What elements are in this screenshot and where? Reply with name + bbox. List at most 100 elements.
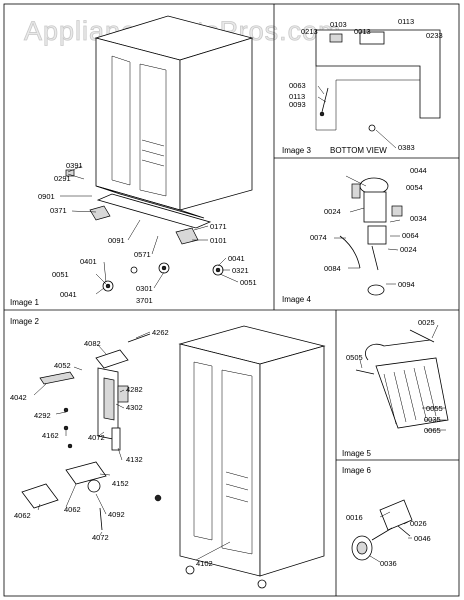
image2-drawing <box>21 325 326 589</box>
liner2-left <box>193 361 213 541</box>
part-label: 4092 <box>108 510 125 519</box>
part-label: 0084 <box>324 264 341 273</box>
hinge-plate <box>103 377 115 421</box>
panel-title-image1: Image 1 <box>10 298 39 307</box>
part-label: 0391 <box>66 161 83 170</box>
shaft <box>371 527 393 541</box>
water-line <box>321 87 329 113</box>
clip <box>351 183 361 199</box>
part-label: 4062 <box>14 511 31 520</box>
screw <box>409 329 435 343</box>
liner-right <box>139 63 167 197</box>
panel-frames <box>3 3 460 597</box>
plug <box>154 494 162 502</box>
part-label: 0074 <box>310 233 327 242</box>
panel-title-image6: Image 6 <box>342 466 371 475</box>
ring <box>367 284 385 296</box>
part-label: 0024 <box>324 207 341 216</box>
switch <box>391 205 403 217</box>
solenoid <box>367 225 387 245</box>
image5-drawing <box>355 324 449 431</box>
roller-hub <box>105 283 111 289</box>
hinge-cover <box>65 461 107 485</box>
shelf-line <box>141 149 165 157</box>
valve-block <box>359 31 385 45</box>
leg-bracket-left <box>89 205 111 221</box>
tube <box>127 333 151 343</box>
liner2-right <box>221 369 253 555</box>
rod <box>39 371 75 385</box>
part-label: 4152 <box>112 479 129 488</box>
image4-drawing <box>334 175 403 296</box>
image1-drawing <box>60 15 254 295</box>
part-label: 0051 <box>240 278 257 287</box>
part-label: 0034 <box>410 214 427 223</box>
image3-caption: BOTTOM VIEW <box>330 146 387 155</box>
part-label: 0171 <box>210 222 227 231</box>
cabinet-side <box>179 37 253 211</box>
part-label: 0025 <box>418 318 435 327</box>
roller-hub <box>161 265 167 271</box>
panel-title-image4: Image 4 <box>282 295 311 304</box>
part-label: 0301 <box>136 284 153 293</box>
part-label: 0065 <box>424 426 441 435</box>
part-label: 0101 <box>210 236 227 245</box>
fastener <box>355 369 375 375</box>
outer-frame <box>3 3 460 597</box>
capillary-tube <box>365 339 431 361</box>
part-label: 0055 <box>426 404 443 413</box>
part-label: 4282 <box>126 385 143 394</box>
part-label: 0041 <box>228 254 245 263</box>
motor-mount <box>379 499 413 531</box>
part-label: 0054 <box>406 183 423 192</box>
part-label: 0064 <box>402 231 419 240</box>
roller-hub <box>215 267 221 273</box>
panel-title-image3: Image 3 <box>282 146 311 155</box>
cabinet2-front <box>179 343 261 577</box>
drain-plug <box>368 124 376 132</box>
leg-bracket-right <box>175 227 199 245</box>
part-label: 0383 <box>398 143 415 152</box>
toe-grille-bracket <box>96 193 212 229</box>
roller <box>257 579 267 589</box>
roller <box>185 565 195 575</box>
image6-drawing <box>351 499 413 563</box>
part-label: 4132 <box>126 455 143 464</box>
motor-bracket <box>363 191 387 223</box>
part-label: 0103 <box>330 20 347 29</box>
part-label: 0113 <box>289 92 305 101</box>
part-label: 0571 <box>134 250 151 259</box>
bracket <box>329 33 343 43</box>
part-label: 0233 <box>426 31 443 40</box>
part-label: 0036 <box>380 559 397 568</box>
cabinet2-side <box>259 345 325 577</box>
part-label: 0505 <box>346 353 363 362</box>
cam <box>87 479 101 493</box>
part-label: 4052 <box>54 361 71 370</box>
part-label: 0063 <box>289 81 306 90</box>
part-label: 0046 <box>414 534 431 543</box>
part-label: 0041 <box>60 290 77 299</box>
part-label: 0094 <box>398 280 415 289</box>
bottom-hinge <box>21 483 59 509</box>
part-label: 0044 <box>410 166 427 175</box>
panel-title-image2: Image 2 <box>10 317 39 326</box>
part-label: 4042 <box>10 393 27 402</box>
part-label: 3701 <box>136 296 153 305</box>
part-label: 0013 <box>354 27 371 36</box>
part-label: 0901 <box>38 192 55 201</box>
part-label: 4072 <box>88 433 105 442</box>
part-label: 4262 <box>152 328 169 337</box>
part-label: 0291 <box>54 174 71 183</box>
block <box>117 385 129 403</box>
cabinet-front <box>95 37 181 211</box>
bolt <box>397 525 411 537</box>
part-label: 0113 <box>398 17 414 26</box>
part-label: 0401 <box>80 257 97 266</box>
part-label: 0321 <box>232 266 249 275</box>
screw <box>130 266 138 274</box>
part-label: 0371 <box>50 206 67 215</box>
panel-title-image5: Image 5 <box>342 449 371 458</box>
